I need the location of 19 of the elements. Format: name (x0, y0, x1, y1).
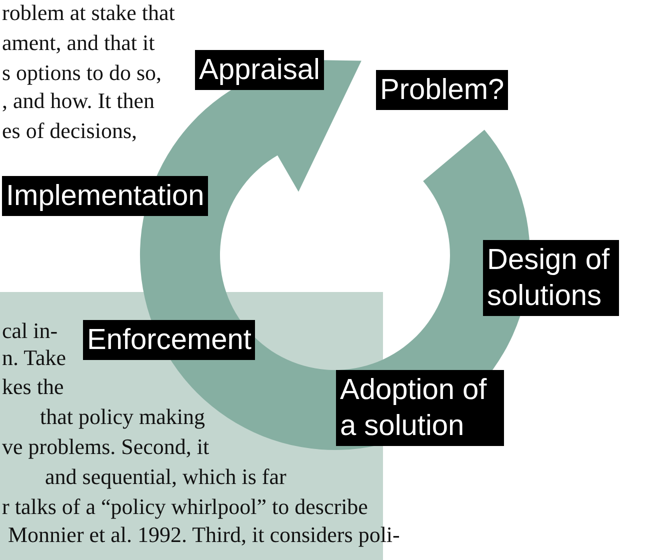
stage-label: Implementation (2, 176, 208, 216)
text-line: s options to do so, (2, 60, 162, 86)
stage-label: Problem? (376, 70, 508, 110)
text-line: n. Take (2, 345, 66, 371)
text-line: Monnier et al. 1992. Third, it considers poli- (8, 522, 400, 548)
text-line: r talks of a “policy whirlpool” to describe (2, 494, 368, 520)
text-line: kes the (2, 374, 64, 400)
stage-label: Enforcement (83, 320, 256, 360)
stage-label: Design of solutions (483, 240, 619, 316)
text-line: es of decisions, (2, 118, 138, 144)
text-line: and sequential, which is far (45, 464, 286, 490)
text-line: ve problems. Second, it (2, 434, 210, 460)
text-line: ament, and that it (2, 30, 155, 56)
text-line: that policy making (40, 404, 205, 430)
stage-label: Adoption of a solution (336, 370, 504, 446)
text-line: , and how. It then (2, 88, 155, 114)
text-line: roblem at stake that (2, 0, 175, 26)
text-line: cal in- (2, 318, 58, 344)
stage-label: Appraisal (195, 50, 324, 90)
